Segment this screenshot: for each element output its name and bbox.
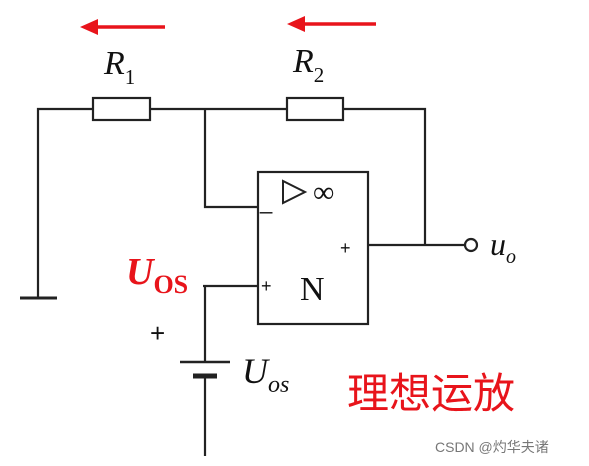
- resistor-r1: [91, 96, 152, 122]
- infinity-symbol: ∞: [313, 176, 334, 209]
- terminal-circle-icon: [463, 237, 479, 253]
- arrow-r1-icon: [80, 19, 165, 35]
- op-amp-box: [256, 170, 370, 326]
- arrow-r2-icon: [287, 16, 376, 32]
- battery-plus-sign: +: [150, 318, 165, 348]
- r2-label: R2: [292, 43, 324, 87]
- wires: [36, 107, 465, 456]
- watermark-text: CSDN @灼华夫诸: [435, 439, 549, 455]
- uos-black-label: Uos: [242, 351, 289, 398]
- title-text: 理想运放: [347, 370, 515, 417]
- battery-icon: [180, 360, 230, 379]
- triangle-icon: [282, 179, 308, 205]
- amp-name: N: [300, 271, 325, 308]
- output-label: uo: [490, 226, 516, 268]
- noninverting-input-sign: +: [261, 276, 272, 296]
- r1-label: R1: [103, 45, 135, 89]
- output-sign: +: [340, 238, 351, 258]
- resistor-r2: [285, 96, 345, 122]
- inverting-input-sign: _: [259, 189, 273, 214]
- uos-red-label: UOS: [126, 251, 188, 299]
